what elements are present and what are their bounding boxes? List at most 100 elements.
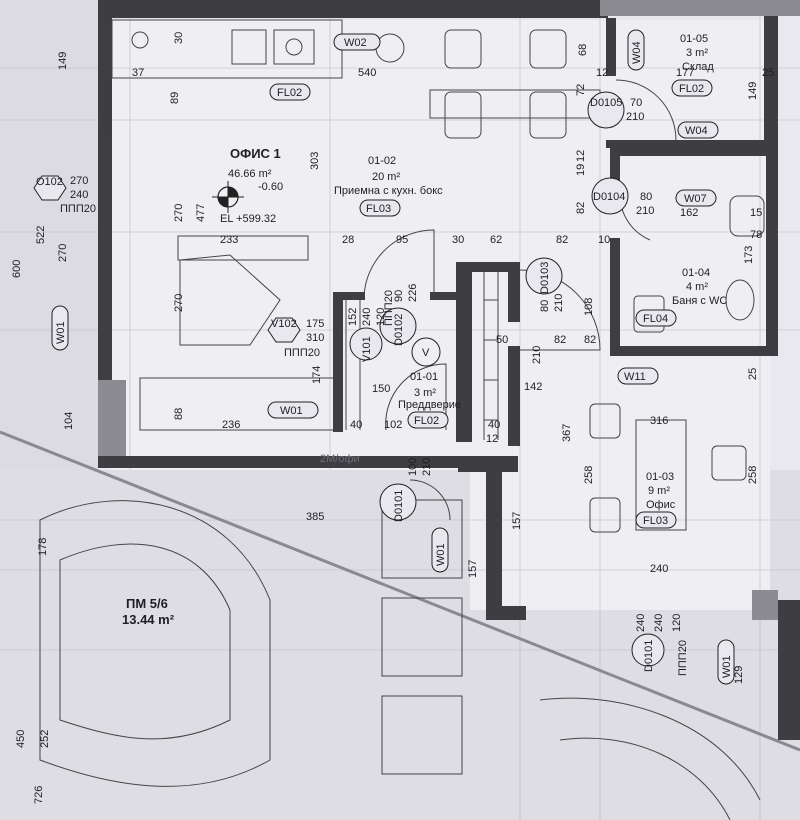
ground-left (0, 0, 98, 470)
dim: 120 (671, 614, 683, 632)
dim: 70 (630, 97, 642, 109)
r0104-name: Баня с WC (672, 295, 727, 307)
dim: 316 (650, 415, 668, 427)
r0102-floor: FL03 (366, 203, 391, 215)
r0101-area: 3 m² (414, 387, 436, 399)
dim: 477 (195, 204, 207, 222)
corridor-shelves (345, 272, 499, 440)
tag-d0101: D0101 (393, 490, 405, 522)
tag-d0102: D0102 (393, 314, 405, 346)
tag-w02: W02 (344, 37, 367, 49)
r0103-floor: FL03 (643, 515, 668, 527)
dim: 152 (347, 308, 359, 326)
dim: 82 (584, 334, 596, 346)
dim: 82 (554, 334, 566, 346)
wall-bath-left (610, 148, 620, 188)
dim: 40 (488, 419, 500, 431)
floor-tag-boxes (51, 29, 735, 685)
dim: 40 (350, 419, 362, 431)
door-tag-circles (349, 91, 665, 667)
dim: 30 (452, 234, 464, 246)
dim: 28 (342, 234, 354, 246)
dim: 240 (361, 308, 373, 326)
dim: 258 (583, 466, 595, 484)
dim: 240 (653, 614, 665, 632)
tag-d0101-b: D0101 (643, 640, 655, 672)
r0104-code: 01-04 (682, 267, 710, 279)
office1-level: -0.60 (258, 181, 283, 193)
dim: 540 (358, 67, 376, 79)
dim: 240 (635, 614, 647, 632)
r0101-code: 01-01 (410, 371, 438, 383)
dim: 270 (173, 294, 185, 312)
dim: 210 (531, 346, 543, 364)
tag-ppp-d: ППП20 (677, 640, 689, 676)
wall-vestibule-top (333, 292, 343, 432)
dim: 90 (393, 290, 405, 302)
parking-area (39, 499, 761, 820)
wall-right-column (752, 590, 778, 620)
tag-w01-bottom: W01 (280, 405, 303, 417)
dim: 162 (680, 207, 698, 219)
tag-w04-a: W04 (631, 41, 643, 64)
wall-storage-left (606, 18, 616, 76)
tag-fl02-top: FL02 (277, 87, 302, 99)
hex-tags (33, 175, 301, 343)
tag-d0104: D0104 (593, 191, 625, 203)
wall-bottom-left (98, 456, 458, 468)
dim: 233 (220, 234, 238, 246)
dim: 15 (750, 207, 762, 219)
wall-corridor-mid-v2 (508, 346, 520, 446)
dim: 600 (11, 260, 23, 278)
dim: 258 (747, 466, 759, 484)
dim: 522 (35, 226, 47, 244)
tag-ppp-b: ППП20 (284, 347, 320, 359)
property-line (0, 430, 800, 752)
vent-circle (411, 337, 441, 367)
dim: 12 (596, 67, 608, 79)
dim: 120 (375, 308, 387, 326)
interior-floor (110, 20, 770, 470)
wall-bath-top (610, 148, 778, 156)
wall-bath-right (766, 148, 778, 356)
wall-bath-left-low (610, 238, 620, 356)
office1-name: ОФИС 1 (230, 146, 281, 161)
office-furniture (589, 403, 747, 533)
wall-left-column (98, 380, 126, 460)
dim: 30 (173, 32, 185, 44)
r0103-name: Офис (646, 499, 676, 511)
tag-d0105: D0105 (590, 97, 622, 109)
r0101-name: Преддверие (398, 399, 461, 411)
dim: 25 (762, 67, 774, 79)
office-desk (139, 235, 339, 431)
window-left (103, 140, 109, 380)
dim: 142 (524, 381, 542, 393)
dim: 385 (306, 511, 324, 523)
r0104-area: 4 m² (686, 281, 708, 293)
wall-top (98, 0, 608, 18)
dim: 82 (556, 234, 568, 246)
tag-vent: V (422, 347, 430, 359)
dim: 240 (70, 189, 88, 201)
dim: 252 (39, 730, 51, 748)
dim: 303 (309, 152, 321, 170)
dim: 108 (583, 298, 595, 316)
dim: 175 (306, 318, 324, 330)
dim: 149 (57, 52, 69, 70)
wall-vestibule-left (333, 292, 365, 300)
dim: 157 (467, 560, 479, 578)
wall-bottom-mid (458, 456, 518, 472)
wall-bath-bottom (610, 346, 778, 356)
tag-w01-entry: W01 (435, 543, 447, 566)
r0102-code: 01-02 (368, 155, 396, 167)
dim: 177 (676, 67, 694, 79)
r0102-name: Приемна с кухн. бокс (334, 185, 443, 197)
dim: 210 (626, 111, 644, 123)
dim: 95 (396, 234, 408, 246)
dim: 62 (490, 234, 502, 246)
office1-elevation: EL +599.32 (220, 213, 276, 225)
dim: 157 (511, 512, 523, 530)
wall-corridor-mid-v (508, 262, 520, 322)
dim: 37 (132, 67, 144, 79)
dim: 50 (496, 334, 508, 346)
